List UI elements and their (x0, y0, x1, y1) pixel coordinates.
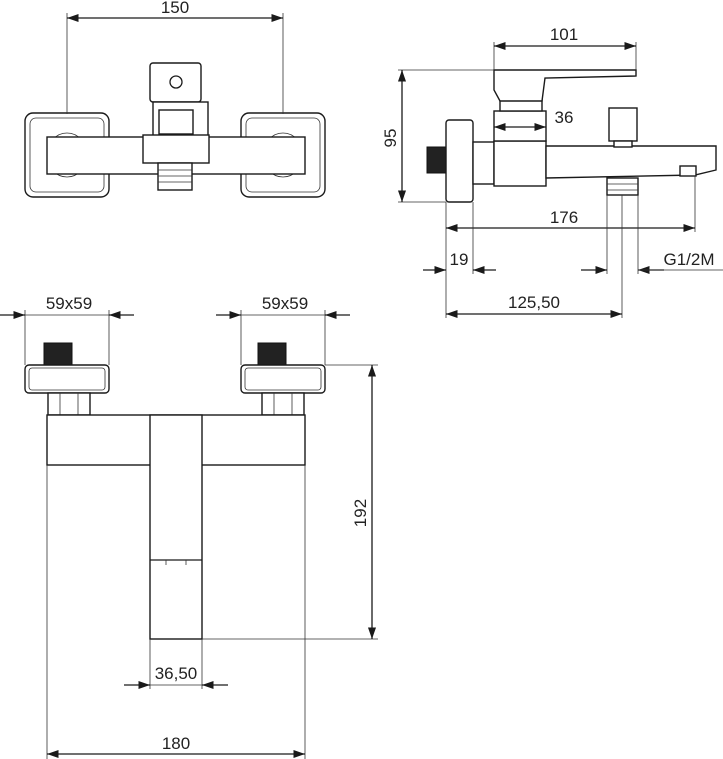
dim-side-outlet-distance: 125,50 (508, 293, 560, 312)
top-lever (149, 62, 202, 103)
side-wall-nut (426, 146, 447, 174)
dim-side-thread: G1/2M (663, 250, 714, 269)
dim-front-left-flange: 59x59 (46, 294, 92, 313)
side-lever (493, 69, 637, 102)
side-body (493, 140, 547, 187)
dim-front-right-flange: 59x59 (262, 294, 308, 313)
dim-front-spout-width: 36,50 (155, 664, 198, 683)
front-right-flange (240, 364, 326, 394)
front-view: 59x59 59x59 192 36,50 180 (0, 294, 378, 759)
top-view: 150 (24, 0, 326, 198)
dim-top-width: 150 (161, 0, 189, 17)
side-view: 101 95 36 176 19 G1/2M 125,50 (381, 25, 723, 319)
side-diverter (608, 107, 638, 142)
side-spout (545, 145, 717, 179)
side-wall-flange (445, 119, 474, 203)
top-outlet-thread (157, 162, 193, 191)
front-spout (149, 414, 203, 640)
front-left-flange (24, 364, 110, 394)
dim-side-total-depth: 176 (550, 208, 578, 227)
dim-front-height: 192 (351, 499, 370, 527)
dim-side-wall-plate: 19 (450, 250, 469, 269)
dim-side-height: 95 (381, 129, 400, 148)
dim-side-spout-offset: 36 (555, 108, 574, 127)
dim-front-total-width: 180 (162, 734, 190, 753)
front-left-inlet-nut (43, 342, 73, 366)
front-right-inlet-nut (257, 342, 287, 366)
side-outlet-thread (606, 177, 639, 196)
dim-side-lever-length: 101 (550, 25, 578, 44)
